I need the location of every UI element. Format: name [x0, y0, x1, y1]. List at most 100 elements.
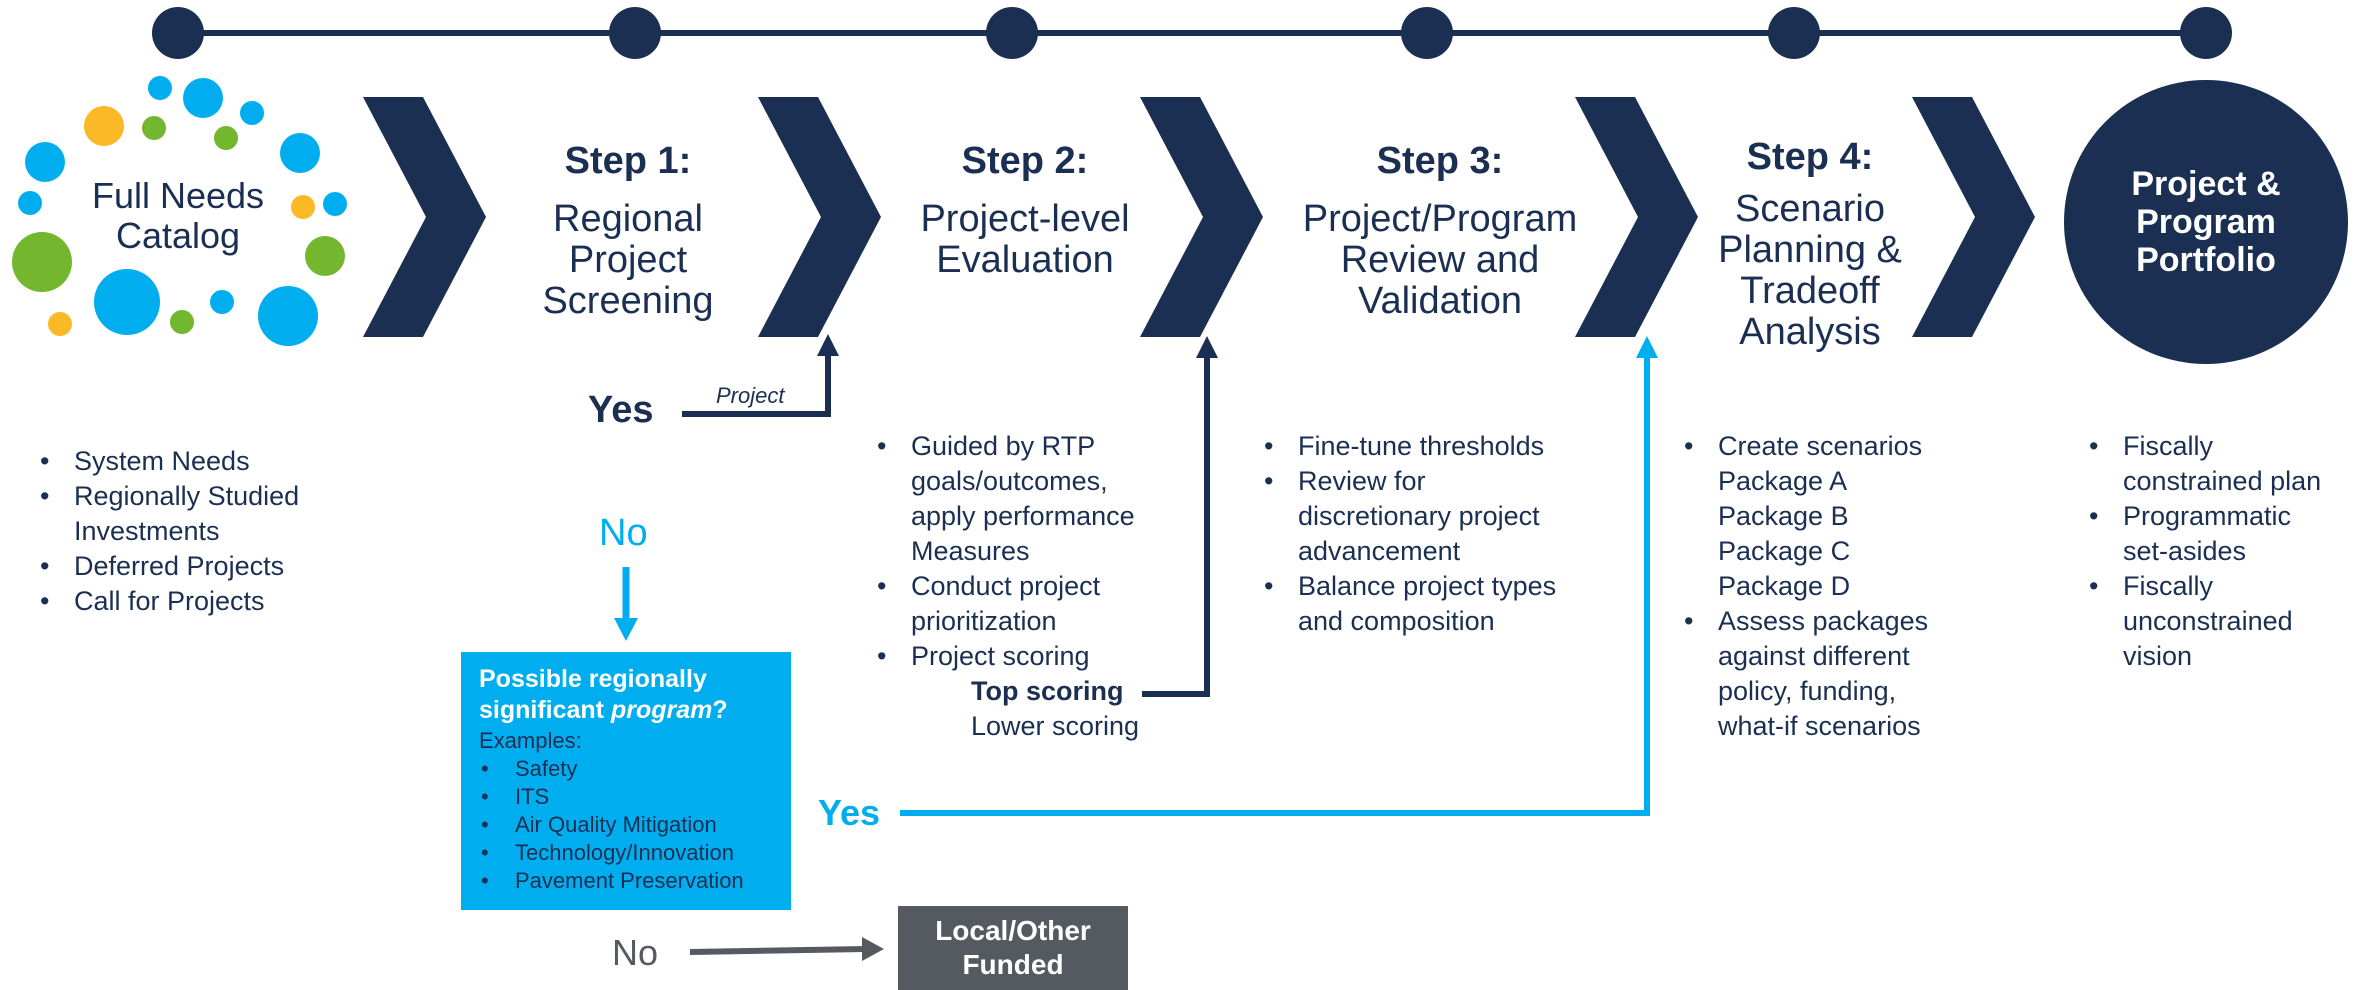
portfolio-list: Fiscally constrained plan Programmatic s… — [2087, 429, 2357, 674]
chevron-arrow — [1912, 97, 2035, 337]
portfolio-label: Project & Program Portfolio — [2086, 165, 2326, 279]
timeline-node — [1401, 7, 1453, 59]
local-box-bg — [898, 906, 1128, 990]
local-box: Local/Other Funded — [898, 914, 1128, 982]
program-box: Possible regionally significant program?… — [479, 664, 785, 895]
list-item: Programmatic — [2087, 499, 2357, 534]
top-scoring-arrow — [1142, 352, 1210, 697]
timeline-node — [986, 7, 1038, 59]
list-item: Package B — [1718, 501, 1849, 531]
step4-list: Create scenarios Package A Package B Pac… — [1682, 429, 2002, 744]
step4-line2: Planning & — [1718, 229, 1902, 271]
examples-list: Safety ITS Air Quality Mitigation Techno… — [479, 755, 785, 895]
list-item: Create scenarios — [1682, 429, 2002, 464]
list-item: Package A — [1718, 466, 1848, 496]
step2-line1: Project-level — [920, 198, 1130, 240]
list-item: Pavement Preservation — [479, 867, 785, 895]
list-item: what-if scenarios — [1718, 711, 1921, 741]
no-program-label: No — [599, 512, 648, 554]
list-item: Fiscally — [2087, 569, 2357, 604]
step4-line4: Analysis — [1739, 311, 1881, 353]
step4-line3: Tradeoff — [1740, 270, 1880, 312]
list-item: against different — [1718, 641, 1910, 671]
program-heading-line2: significant program? — [479, 696, 728, 724]
step4-line1: Scenario — [1735, 188, 1885, 230]
step1-line1: Regional — [553, 198, 703, 240]
program-heading-line1: Possible regionally — [479, 665, 707, 693]
step3-header: Step 3: Project/Program Review and Valid… — [1270, 140, 1610, 322]
catalog-title: Full Needs Catalog — [58, 176, 298, 256]
chevron-arrow — [1140, 97, 1263, 337]
chevron-arrow — [758, 97, 881, 337]
step1-line3: Screening — [542, 280, 714, 322]
list-item: Lower scoring — [971, 711, 1140, 741]
list-item: apply performance — [911, 501, 1135, 531]
list-item: Top scoring — [971, 676, 1124, 706]
timeline-node — [152, 7, 204, 59]
list-item: policy, funding, — [1718, 676, 1897, 706]
list-item: Air Quality Mitigation — [479, 811, 785, 839]
catalog-list: System Needs Regionally Studied Investme… — [38, 444, 358, 619]
list-item: prioritization — [911, 606, 1057, 636]
portfolio-line2: Program — [2136, 203, 2276, 241]
timeline-node — [609, 7, 661, 59]
portfolio-line3: Portfolio — [2136, 241, 2276, 279]
no-local-arrow — [689, 946, 867, 955]
step2-line2: Evaluation — [936, 239, 1114, 281]
list-item: Technology/Innovation — [479, 839, 785, 867]
catalog-title-line2: Catalog — [115, 215, 241, 256]
yes-project-label: Yes — [588, 389, 654, 431]
local-line2: Funded — [962, 949, 1064, 980]
step4-title: Step 4: — [1746, 136, 1874, 178]
list-item: unconstrained — [2123, 606, 2293, 636]
portfolio-line1: Project & — [2131, 165, 2281, 203]
step2-title: Step 2: — [961, 140, 1089, 182]
list-item: Assess packages — [1682, 604, 2002, 639]
local-line1: Local/Other — [935, 915, 1091, 946]
list-item: Investments — [74, 516, 220, 546]
list-item: Package D — [1718, 571, 1851, 601]
catalog-title-line1: Full Needs — [91, 175, 265, 216]
list-item: Call for Projects — [38, 584, 358, 619]
step4-header: Step 4: Scenario Planning & Tradeoff Ana… — [1680, 136, 1940, 353]
yes-project-arrow — [682, 350, 831, 417]
list-item: Conduct project — [875, 569, 1205, 604]
timeline-node — [1768, 7, 1820, 59]
list-item: Project scoring — [875, 639, 1205, 674]
step3-line3: Validation — [1357, 280, 1523, 322]
list-item: and composition — [1298, 606, 1495, 636]
list-item: vision — [2123, 641, 2193, 671]
list-item: Balance project types — [1262, 569, 1622, 604]
project-label: Project — [716, 383, 785, 408]
step1-title: Step 1: — [564, 140, 692, 182]
list-item: Regionally Studied — [38, 479, 358, 514]
list-item: Safety — [479, 755, 785, 783]
list-item: constrained plan — [2123, 466, 2322, 496]
yes-program-arrow — [900, 352, 1650, 816]
catalog-bubbles — [12, 76, 347, 346]
list-item: goals/outcomes, — [911, 466, 1108, 496]
list-item: ITS — [479, 783, 785, 811]
list-item: Review for — [1262, 464, 1622, 499]
step1-header: Step 1: Regional Project Screening — [503, 140, 753, 322]
step2-list: Guided by RTP goals/outcomes, apply perf… — [875, 429, 1205, 744]
chevron-arrow — [363, 97, 486, 337]
step3-title: Step 3: — [1376, 140, 1504, 182]
list-item: Package C — [1718, 536, 1851, 566]
portfolio-circle — [2064, 80, 2348, 364]
list-item: Fine-tune thresholds — [1262, 429, 1622, 464]
step3-list: Fine-tune thresholds Review for discreti… — [1262, 429, 1622, 639]
step2-header: Step 2: Project-level Evaluation — [880, 140, 1170, 281]
step3-line2: Review and — [1340, 239, 1540, 281]
list-item: Deferred Projects — [38, 549, 358, 584]
step1-line2: Project — [568, 239, 688, 281]
list-item: Fiscally — [2087, 429, 2357, 464]
timeline-node — [2180, 7, 2232, 59]
list-item: Guided by RTP — [875, 429, 1205, 464]
list-item: discretionary project — [1298, 501, 1540, 531]
yes-program-label: Yes — [818, 792, 881, 833]
step3-line1: Project/Program — [1302, 198, 1578, 240]
list-item: advancement — [1298, 536, 1461, 566]
list-item: System Needs — [38, 444, 358, 479]
chevron-arrow — [1575, 97, 1698, 337]
